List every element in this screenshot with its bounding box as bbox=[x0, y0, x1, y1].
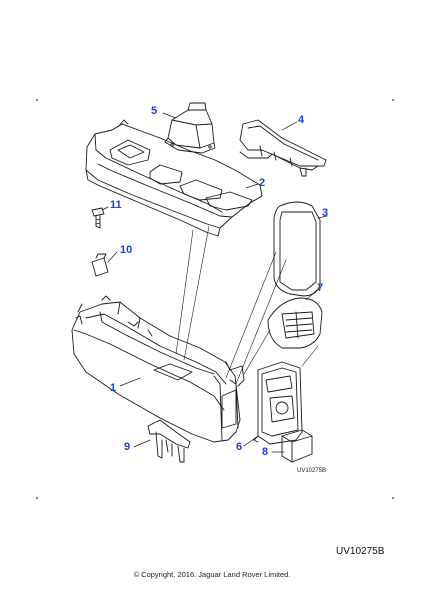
diagram-code-small: UV10275B bbox=[297, 468, 327, 474]
callout-2[interactable]: 2 bbox=[259, 177, 266, 189]
mark-dot bbox=[36, 99, 38, 101]
part-1-console-body bbox=[71, 295, 245, 443]
mark-dot bbox=[392, 497, 394, 499]
part-7-air-vent bbox=[267, 297, 323, 349]
diagram-code: UV10275B bbox=[336, 546, 385, 557]
part-4-trim bbox=[239, 119, 327, 177]
part-3-armrest bbox=[273, 201, 321, 297]
part-6-rear-panel bbox=[253, 361, 303, 445]
mark-dot bbox=[392, 99, 394, 101]
part-9-bracket bbox=[147, 419, 191, 463]
mark-dot bbox=[36, 497, 38, 499]
callout-10[interactable]: 10 bbox=[120, 244, 133, 256]
part-5-gaiter bbox=[164, 102, 216, 154]
callout-9[interactable]: 9 bbox=[124, 441, 131, 453]
callout-3[interactable]: 3 bbox=[322, 207, 329, 219]
copyright-text: © Copyright, 2016. Jaguar Land Rover Lim… bbox=[133, 570, 291, 579]
callout-11[interactable]: 11 bbox=[110, 199, 122, 211]
callout-4[interactable]: 4 bbox=[298, 114, 305, 126]
callout-leader-lines bbox=[101, 112, 328, 453]
assembly-leader-lines bbox=[175, 225, 319, 385]
callout-5[interactable]: 5 bbox=[151, 105, 158, 117]
part-11-fastener bbox=[91, 207, 105, 229]
part-8-box bbox=[281, 429, 313, 463]
part-10-clip bbox=[91, 253, 109, 277]
callout-6[interactable]: 6 bbox=[236, 441, 243, 453]
callout-8[interactable]: 8 bbox=[262, 446, 269, 458]
part-2-top-panel bbox=[85, 119, 263, 237]
callout-7[interactable]: 7 bbox=[317, 282, 324, 294]
callout-1[interactable]: 1 bbox=[110, 382, 117, 394]
